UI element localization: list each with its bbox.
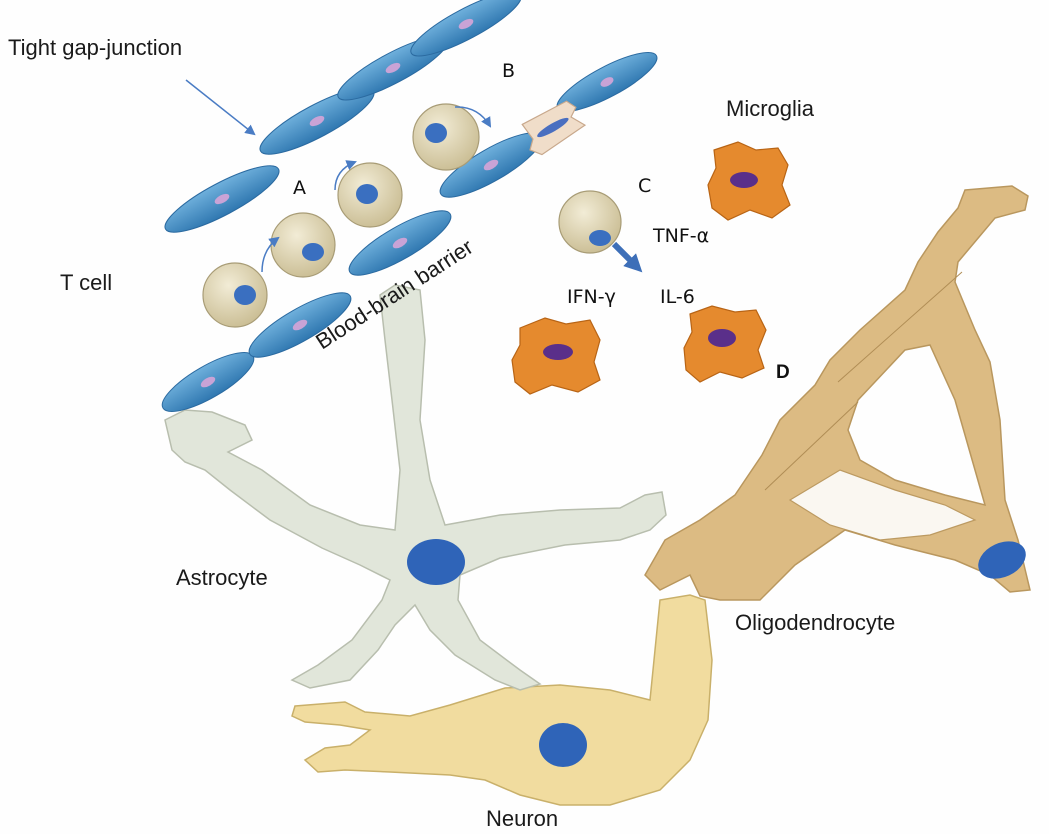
- microglia-cell: [708, 142, 790, 220]
- t-cell: [271, 213, 335, 277]
- t-cell: [413, 104, 479, 170]
- microglia-cell: [512, 318, 600, 394]
- endothelial-cell: [158, 155, 286, 243]
- oligodendrocyte-body: [645, 186, 1030, 600]
- label-oligodendrocyte: Oligodendrocyte: [735, 610, 895, 635]
- microglia-cell: [684, 306, 766, 382]
- t-cell: [338, 163, 402, 227]
- neuron-cell: [292, 595, 712, 805]
- marker-a: A: [293, 177, 306, 199]
- marker-d: D: [776, 362, 790, 383]
- t-cell-c: [559, 191, 621, 253]
- label-il6: IL-6: [660, 286, 695, 308]
- neuron-nucleus: [539, 723, 587, 767]
- oligodendrocyte-cell: [645, 186, 1032, 600]
- marker-c: C: [638, 175, 651, 197]
- label-astrocyte: Astrocyte: [176, 565, 268, 590]
- marker-b: B: [502, 60, 515, 82]
- neuron-body: [292, 595, 712, 805]
- astrocyte-nucleus: [407, 539, 465, 585]
- tight-junction-pointer: [186, 80, 254, 134]
- label-tight-gap-junction: Tight gap-junction: [8, 35, 182, 60]
- label-tnf-alpha: TNF-α: [652, 225, 709, 247]
- label-microglia: Microglia: [726, 96, 815, 121]
- label-t-cell: T cell: [60, 270, 112, 295]
- endothelial-cell: [155, 342, 261, 422]
- label-ifn-gamma: IFN-γ: [567, 286, 616, 308]
- cytokine-release-arrow: [614, 244, 636, 266]
- t-cell: [203, 263, 267, 327]
- label-neuron: Neuron: [486, 806, 558, 831]
